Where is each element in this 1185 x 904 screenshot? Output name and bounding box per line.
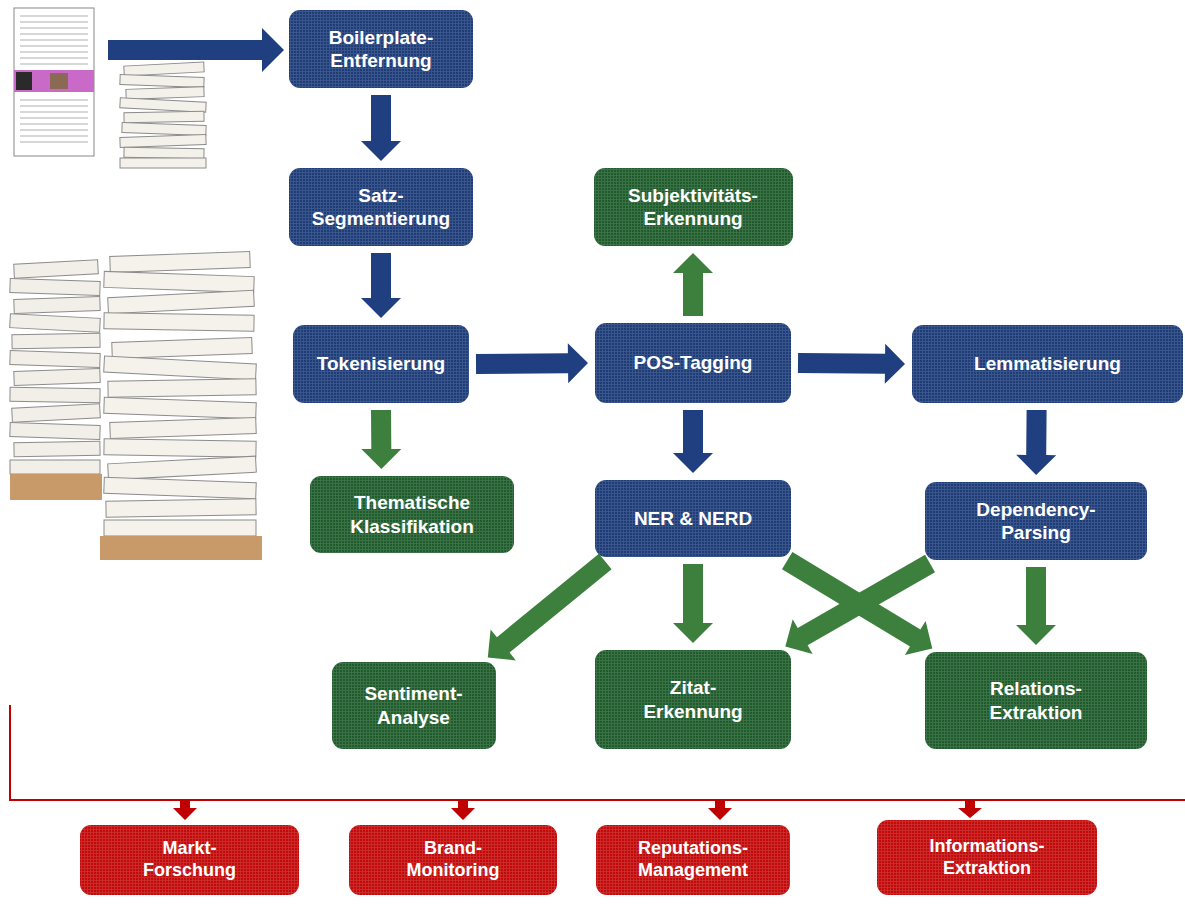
node-label: Relations- Extraktion xyxy=(976,677,1096,723)
node-label: Brand- Monitoring xyxy=(398,838,508,882)
table-surface xyxy=(10,474,102,500)
analysis-box: Sentiment- Analyse xyxy=(332,662,496,749)
analysis-box: Zitat- Erkennung xyxy=(595,650,791,749)
node-label: Tokenisierung xyxy=(317,352,445,375)
bracket-arrow xyxy=(958,801,982,818)
block-arrow xyxy=(673,564,713,643)
node-label: Lemmatisierung xyxy=(974,352,1121,375)
process-box: Dependency- Parsing xyxy=(925,482,1147,560)
node-label: Satz- Segmentierung xyxy=(301,184,461,230)
document-photo xyxy=(50,73,68,89)
table-surface xyxy=(100,536,262,560)
node-label: Dependency- Parsing xyxy=(971,498,1101,544)
node-label: Boilerplate- Entfernung xyxy=(301,26,461,72)
node-label: Markt- Forschung xyxy=(135,838,245,882)
block-arrow xyxy=(361,253,401,318)
paper-stacks xyxy=(10,62,262,560)
paper-stack-small xyxy=(120,62,206,168)
application-box: Informations- Extraktion xyxy=(877,820,1097,895)
analysis-box: Relations- Extraktion xyxy=(925,652,1147,749)
process-box: Tokenisierung xyxy=(293,325,469,403)
document-band xyxy=(14,70,94,92)
node-label: NER & NERD xyxy=(634,507,752,530)
node-label: Zitat- Erkennung xyxy=(638,676,748,722)
document-illustration xyxy=(14,8,94,156)
block-arrow xyxy=(361,95,401,161)
node-label: Sentiment- Analyse xyxy=(344,682,484,728)
bracket-arrow xyxy=(708,801,732,820)
process-box: POS-Tagging xyxy=(595,323,791,403)
bracket-arrow xyxy=(451,801,475,820)
node-label: Reputations- Management xyxy=(608,838,778,882)
block-arrow xyxy=(798,344,905,384)
block-arrow xyxy=(1016,567,1056,645)
node-label: Thematische Klassifikation xyxy=(322,491,502,537)
analysis-box: Subjektivitäts- Erkennung xyxy=(594,168,793,246)
block-arrow xyxy=(1016,410,1056,475)
node-label: Informations- Extraktion xyxy=(915,836,1060,880)
process-box: Lemmatisierung xyxy=(912,325,1183,403)
process-box: Satz- Segmentierung xyxy=(289,168,473,246)
node-label: POS-Tagging xyxy=(634,351,753,374)
document-page xyxy=(14,8,94,156)
document-logo xyxy=(16,72,32,90)
paper-stack-left xyxy=(10,260,101,474)
node-label: Subjektivitäts- Erkennung xyxy=(606,184,781,230)
block-arrow xyxy=(361,410,401,469)
block-arrow xyxy=(673,410,713,473)
process-box: NER & NERD xyxy=(595,480,791,557)
block-arrow xyxy=(673,253,713,316)
block-arrow xyxy=(488,554,612,661)
analysis-box: Thematische Klassifikation xyxy=(310,476,514,553)
bracket-arrow xyxy=(173,801,197,820)
process-box: Boilerplate- Entfernung xyxy=(289,10,473,88)
application-box: Markt- Forschung xyxy=(80,825,299,895)
application-box: Reputations- Management xyxy=(596,825,790,895)
block-arrow xyxy=(785,555,935,654)
paper-stack-right xyxy=(104,252,257,536)
block-arrow xyxy=(476,343,588,383)
application-box: Brand- Monitoring xyxy=(349,825,557,895)
